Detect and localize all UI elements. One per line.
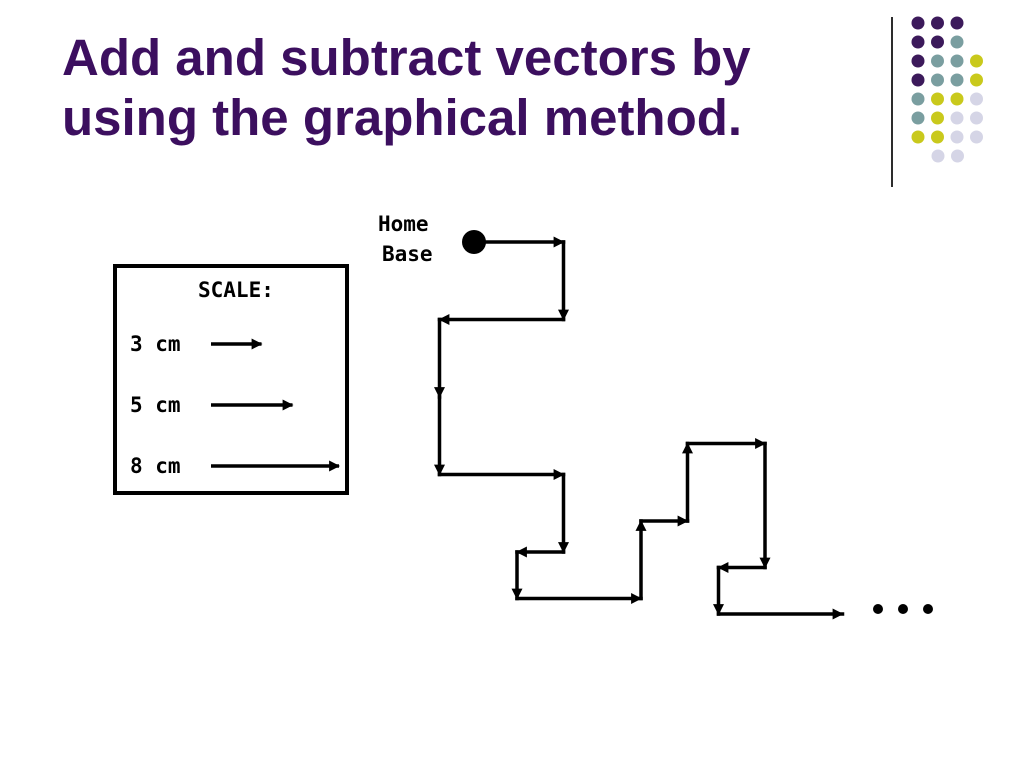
decor-dot-purple bbox=[931, 35, 944, 49]
decor-dot-lavender bbox=[950, 130, 964, 144]
scale-title: SCALE: bbox=[198, 278, 274, 302]
continuation-dot bbox=[923, 604, 933, 614]
decor-dot-lavender bbox=[970, 130, 983, 144]
decor-dot-lavender bbox=[970, 111, 983, 125]
decor-dot-lavender bbox=[931, 149, 945, 163]
decor-dot-purple bbox=[931, 16, 944, 30]
decor-dot-teal bbox=[911, 92, 925, 106]
scale-entries: 3 cm 5 cm 8 cm bbox=[130, 332, 341, 478]
slide-title: Add and subtract vectors by using the gr… bbox=[62, 28, 862, 148]
path-vectors bbox=[434, 236, 845, 620]
continuation-ellipsis: ... bbox=[873, 604, 933, 614]
decor-dot-teal bbox=[911, 111, 925, 125]
title-line-2: using the graphical method. bbox=[62, 89, 743, 146]
scale-entry-label: 8 cm bbox=[130, 454, 181, 478]
decorative-dot-grid bbox=[911, 16, 983, 163]
decor-dot-yellow bbox=[950, 92, 964, 106]
decor-dot-purple bbox=[911, 16, 925, 30]
scale-legend-box bbox=[113, 264, 349, 495]
decor-dot-purple bbox=[911, 35, 925, 49]
decor-dot-teal bbox=[931, 73, 944, 87]
decor-dot-purple bbox=[950, 16, 964, 30]
continuation-dot bbox=[873, 604, 883, 614]
title-divider bbox=[891, 17, 893, 187]
title-line-1: Add and subtract vectors by bbox=[62, 29, 751, 86]
home-base-marker bbox=[462, 230, 486, 254]
decor-dot-teal bbox=[950, 54, 964, 68]
home-base-label-line-2: Base bbox=[382, 242, 433, 266]
scale-entry-label: 5 cm bbox=[130, 393, 181, 417]
decor-dot-teal bbox=[950, 35, 964, 49]
decor-dot-yellow bbox=[931, 92, 944, 106]
decor-dot-lavender bbox=[970, 92, 983, 106]
decor-dot-lavender bbox=[950, 111, 964, 125]
decor-dot-yellow bbox=[931, 130, 944, 144]
decor-dot-teal bbox=[950, 73, 964, 87]
decor-dot-yellow bbox=[911, 130, 925, 144]
scale-entry-label: 3 cm bbox=[130, 332, 181, 356]
decor-dot-purple bbox=[911, 73, 925, 87]
continuation-dot bbox=[898, 604, 908, 614]
decor-dot-yellow bbox=[970, 73, 983, 87]
home-base-label-line-1: Home bbox=[378, 212, 429, 236]
decor-dot-yellow bbox=[970, 54, 983, 68]
decor-dot-purple bbox=[911, 54, 925, 68]
decor-dot-teal bbox=[931, 54, 944, 68]
decor-dot-yellow bbox=[931, 111, 944, 125]
decor-dot-lavender bbox=[951, 149, 964, 163]
